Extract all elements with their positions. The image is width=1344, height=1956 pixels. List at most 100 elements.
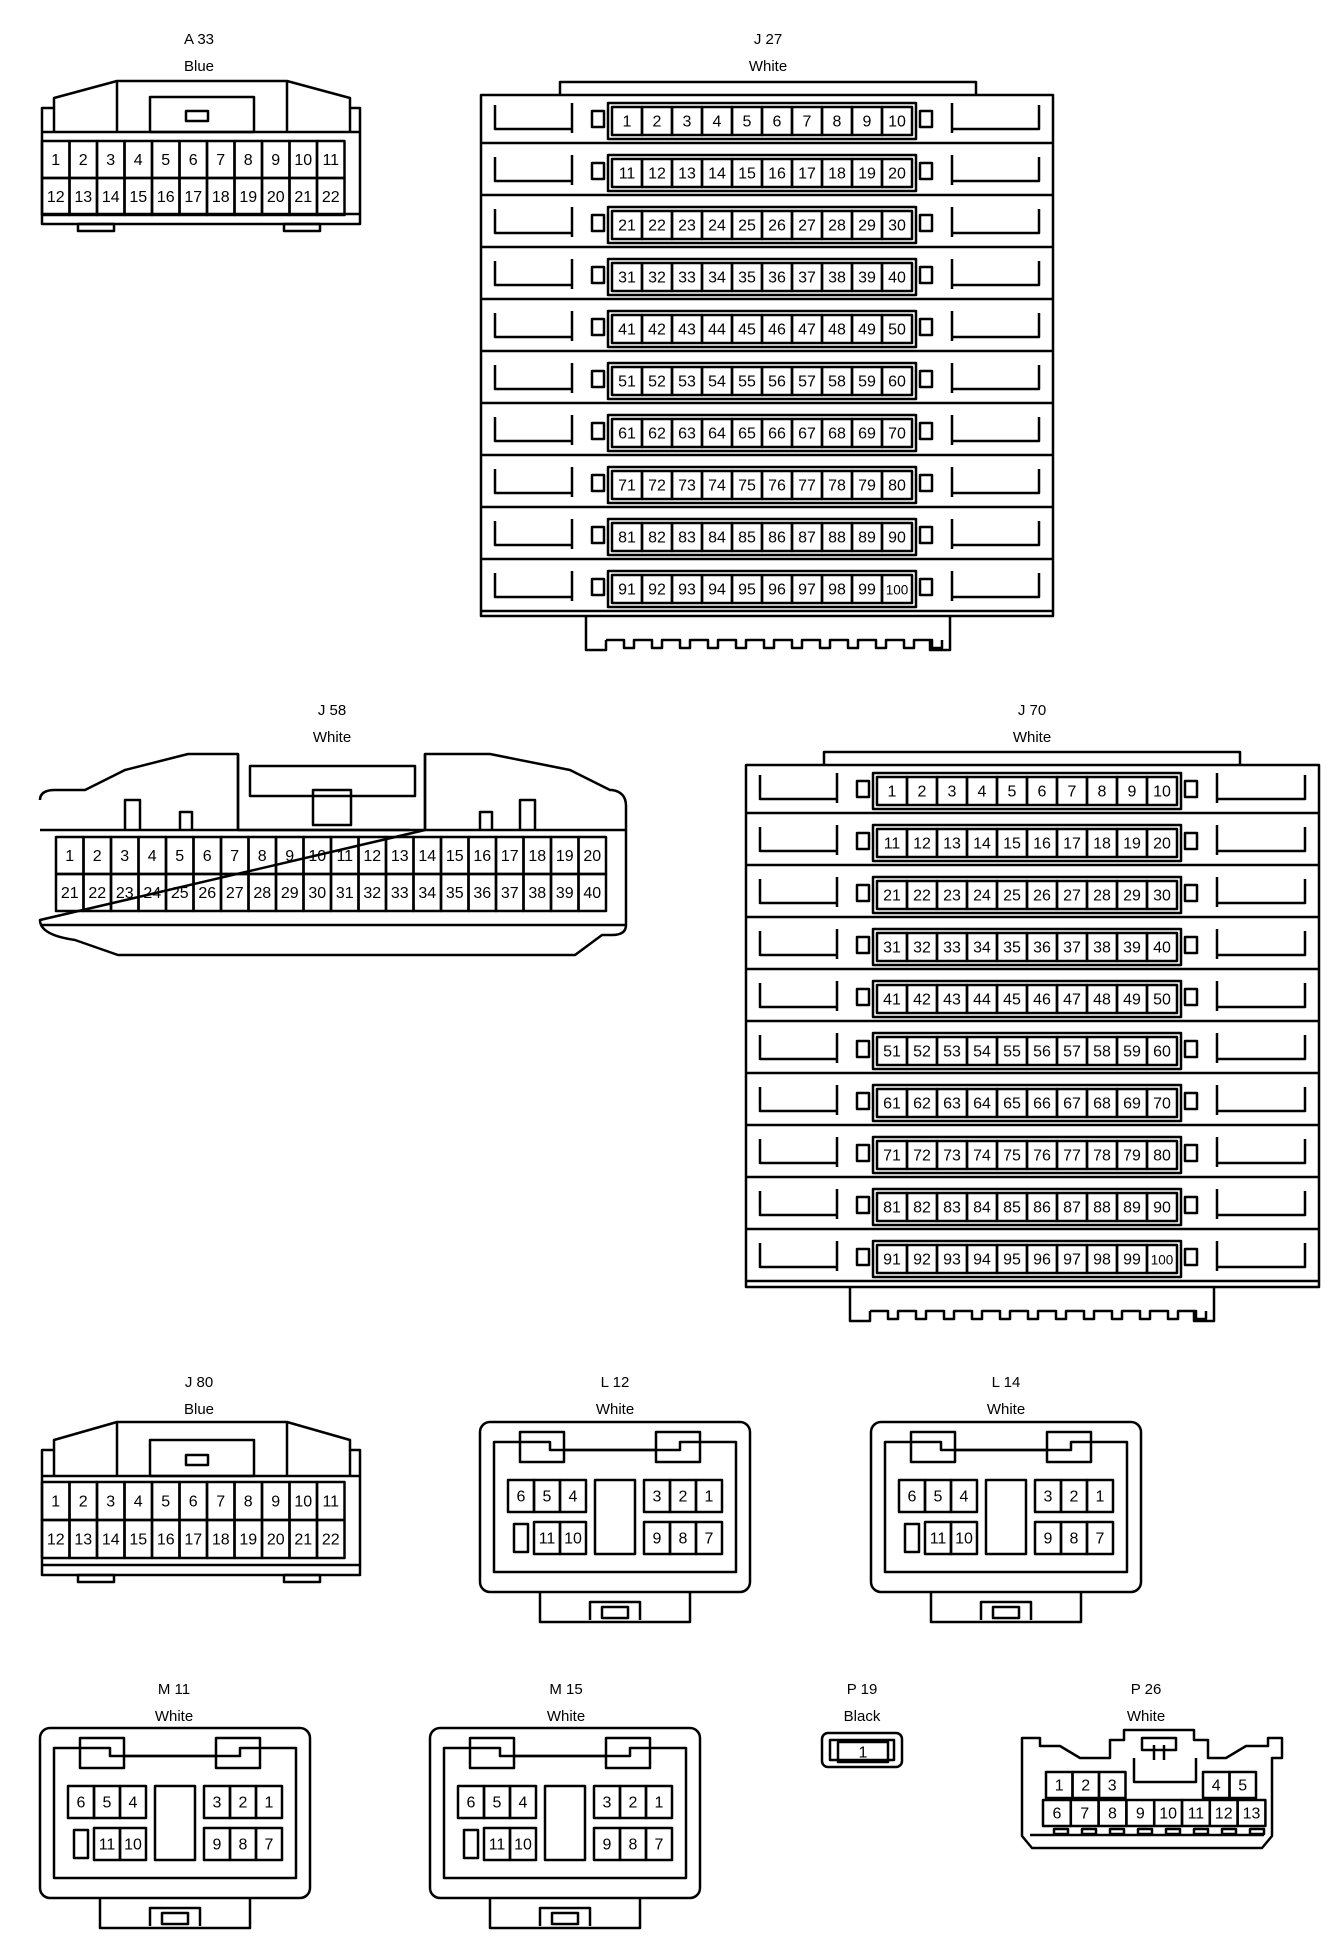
connector-p26-housing <box>1020 1728 1284 1850</box>
connector-j70-pin-26-pin-label: 26 <box>1033 888 1051 905</box>
connector-l12-pin-3-pin-label: 3 <box>653 1489 662 1506</box>
connector-j70-pin-76-pin-label: 76 <box>1033 1148 1051 1165</box>
connector-j70-pin-92-pin-label: 92 <box>913 1252 931 1269</box>
connector-j27-pin-80-pin-label: 80 <box>888 478 906 495</box>
connector-j70-pin-67-pin-label: 67 <box>1063 1096 1081 1113</box>
connector-j27-pin-70-cavity <box>880 417 914 449</box>
connector-j58-pin-31-pin-label: 31 <box>336 885 354 902</box>
connector-j27-pin-27-pin-label: 27 <box>798 218 816 235</box>
connector-j70-pin-34-pin-label: 34 <box>973 940 991 957</box>
connector-j27-latch <box>918 161 934 181</box>
connector-j58-pin-35-pin-label: 35 <box>446 885 464 902</box>
connector-j58-pin-36-pin-label: 36 <box>473 885 491 902</box>
connector-j27-latch <box>918 577 934 597</box>
connector-j70-pin-23-pin-label: 23 <box>943 888 961 905</box>
connector-j27-pin-82-pin-label: 82 <box>648 530 666 547</box>
connector-j80-pin-21-pin-label: 21 <box>294 1532 312 1549</box>
connector-j27-pin-12-pin-label: 12 <box>648 166 666 183</box>
connector-j70-pin-5-pin-label: 5 <box>1008 784 1017 801</box>
connector-j58-pin-7-pin-label: 7 <box>230 848 239 865</box>
connector-j70-pin-9-pin-label: 9 <box>1128 784 1137 801</box>
connector-j58-pin-18-pin-label: 18 <box>528 848 546 865</box>
connector-j70-pin-70-pin-label: 70 <box>1153 1096 1171 1113</box>
connector-l14-pin-4-cavity <box>949 1478 979 1514</box>
connector-j58-pin-27-pin-label: 27 <box>226 885 244 902</box>
connector-m11-pin-5-pin-label: 5 <box>103 1795 112 1812</box>
connector-l12-pin-2-pin-label: 2 <box>679 1489 688 1506</box>
connector-j70-pin-82-pin-label: 82 <box>913 1200 931 1217</box>
connector-p26-peg <box>1192 1827 1210 1836</box>
connector-a33-pin-20-pin-label: 20 <box>267 189 285 206</box>
connector-a33-pin-16-pin-label: 16 <box>157 189 175 206</box>
connector-j70-latch <box>1183 1039 1199 1059</box>
connector-j27-pin-81-pin-label: 81 <box>618 530 636 547</box>
connector-j70-pin-83-pin-label: 83 <box>943 1200 961 1217</box>
connector-m15-pin-3-pin-label: 3 <box>603 1795 612 1812</box>
connector-m11-center-key <box>153 1784 197 1862</box>
connector-j70-pin-4-pin-label: 4 <box>978 784 987 801</box>
connector-j70-pin-50-pin-label: 50 <box>1153 992 1171 1009</box>
connector-j70-pin-81-pin-label: 81 <box>883 1200 901 1217</box>
connector-j27-pin-30-pin-label: 30 <box>888 218 906 235</box>
connector-j27-latch <box>918 421 934 441</box>
connector-j70-pin-54-pin-label: 54 <box>973 1044 991 1061</box>
connector-p19-housing <box>820 1731 904 1769</box>
connector-j80-pin-22-cavity <box>315 1518 346 1560</box>
connector-j70-pin-20-pin-label: 20 <box>1153 836 1171 853</box>
connector-p26-peg <box>1108 1827 1126 1836</box>
connector-j27-pin-51-pin-label: 51 <box>618 374 636 391</box>
connector-j27-pin-83-pin-label: 83 <box>678 530 696 547</box>
connector-j70-pin-88-pin-label: 88 <box>1093 1200 1111 1217</box>
connector-j58-pin-37-pin-label: 37 <box>501 885 519 902</box>
connector-j70-pin-46-pin-label: 46 <box>1033 992 1051 1009</box>
connector-j27-pin-14-pin-label: 14 <box>708 166 726 183</box>
connector-a33-pin-13-pin-label: 13 <box>74 189 92 206</box>
connector-j27-pin-64-pin-label: 64 <box>708 426 726 443</box>
connector-p26-pin-13-cavity <box>1236 1798 1267 1828</box>
connector-l12-pin-10-cavity <box>558 1520 588 1556</box>
connector-a33-color: Blue <box>184 58 214 75</box>
connector-j70-latch <box>1183 1091 1199 1111</box>
connector-j70-pin-37-pin-label: 37 <box>1063 940 1081 957</box>
connector-j70-pin-11-pin-label: 11 <box>884 836 901 853</box>
connector-j27-latch <box>590 421 606 441</box>
connector-m15-pin-10-pin-label: 10 <box>514 1837 532 1854</box>
connector-p26-color: White <box>1127 1708 1165 1725</box>
connector-j70-pin-42-pin-label: 42 <box>913 992 931 1009</box>
connector-j70-pin-15-pin-label: 15 <box>1003 836 1021 853</box>
connector-j27-pin-50-pin-label: 50 <box>888 322 906 339</box>
connector-j70-pin-95-pin-label: 95 <box>1003 1252 1021 1269</box>
connector-j70-pin-59-pin-label: 59 <box>1123 1044 1141 1061</box>
connector-j70-pin-73-pin-label: 73 <box>943 1148 961 1165</box>
connector-j27-latch <box>590 161 606 181</box>
connector-j70-pin-10-cavity <box>1145 775 1179 807</box>
connector-j70-pin-74-pin-label: 74 <box>973 1148 991 1165</box>
connector-j27-pin-6-pin-label: 6 <box>773 114 782 131</box>
connector-l14-pin-1-cavity <box>1085 1478 1115 1514</box>
connector-j58-pin-6-pin-label: 6 <box>203 848 212 865</box>
connector-l14-pin-8-pin-label: 8 <box>1070 1531 1079 1548</box>
connector-m11-blank-cavity <box>72 1828 90 1860</box>
connector-m11-housing <box>38 1726 312 1900</box>
connector-p26-peg <box>1164 1827 1182 1836</box>
connector-j27-pin-47-pin-label: 47 <box>798 322 816 339</box>
connector-j70-pin-66-pin-label: 66 <box>1033 1096 1051 1113</box>
connector-j70-pin-44-pin-label: 44 <box>973 992 991 1009</box>
connector-m11-pin-7-pin-label: 7 <box>265 1837 274 1854</box>
connector-j27-latch <box>590 265 606 285</box>
connector-p26-peg <box>1052 1827 1070 1836</box>
connector-l14-blank-cavity <box>903 1522 921 1554</box>
connector-m11-pin-2-pin-label: 2 <box>239 1795 248 1812</box>
connector-p26-pin-11-pin-label: 11 <box>1188 1806 1205 1823</box>
connector-j27-pin-75-pin-label: 75 <box>738 478 756 495</box>
connector-j27-pin-60-pin-label: 60 <box>888 374 906 391</box>
connector-j70-pin-13-pin-label: 13 <box>943 836 961 853</box>
connector-j27-pin-24-pin-label: 24 <box>708 218 726 235</box>
connector-j70-latch <box>855 987 871 1007</box>
connector-a33-pin-22-pin-label: 22 <box>322 189 340 206</box>
connector-j70-pin-10-pin-label: 10 <box>1153 784 1171 801</box>
connector-j27-latch <box>918 525 934 545</box>
connector-j27-pin-65-pin-label: 65 <box>738 426 756 443</box>
